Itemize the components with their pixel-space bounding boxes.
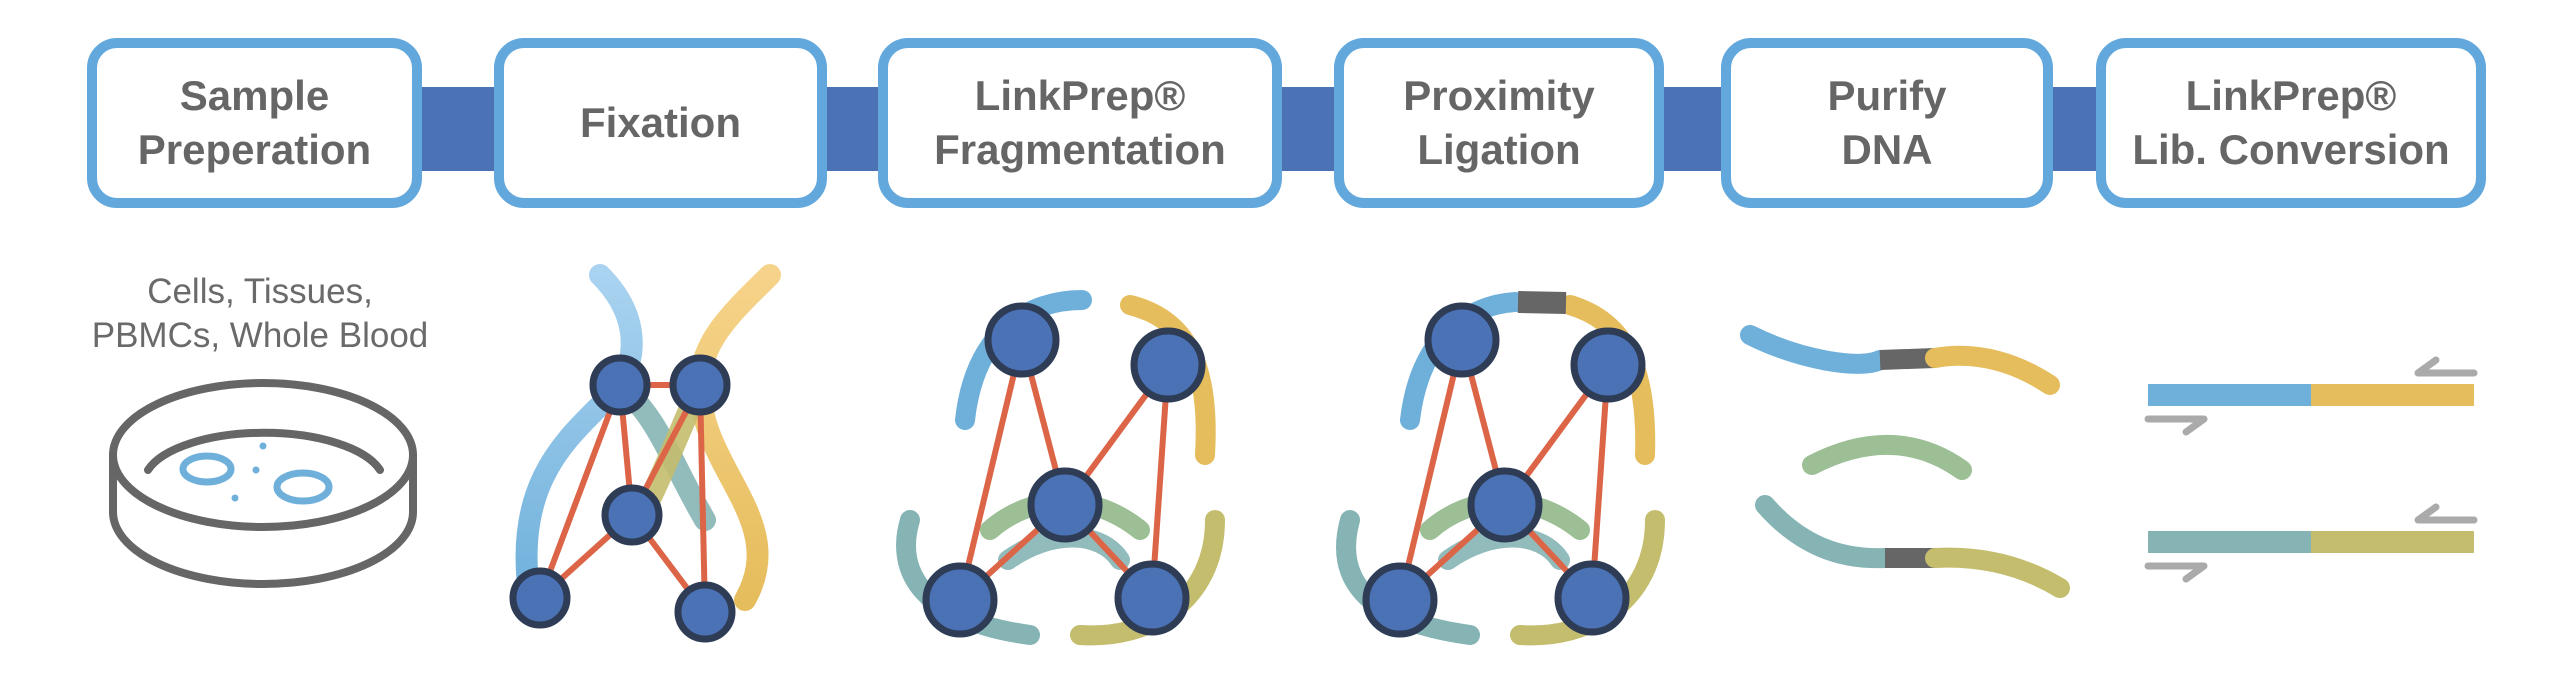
step-label: Sample Preperation	[137, 72, 372, 173]
step-linkprep-fragmentation: LinkPrep® Fragmentation	[878, 38, 1282, 208]
step-label: LinkPrep® Fragmentation	[934, 72, 1226, 173]
step-sample-preparation: Sample Preperation	[87, 38, 422, 208]
step-label: Proximity Ligation	[1403, 72, 1595, 173]
step-fixation: Fixation	[494, 38, 827, 208]
library-molecules-icon	[2144, 356, 2478, 583]
step-proximity-ligation: Proximity Ligation	[1334, 38, 1664, 208]
step-lib-conversion: LinkPrep® Lib. Conversion	[2096, 38, 2486, 208]
step-label: LinkPrep® Lib. Conversion	[2132, 72, 2450, 173]
step-purify-dna: Purify DNA	[1721, 38, 2053, 208]
ligated-chromatin-icon	[1336, 291, 1665, 646]
fixed-chromatin-icon	[509, 264, 781, 643]
sample-types-caption: Cells, Tissues, PBMCs, Whole Blood	[91, 272, 429, 355]
petri-dish-icon	[109, 379, 417, 588]
fragmented-chromatin-icon	[896, 290, 1225, 646]
purified-dna-icon	[1740, 325, 2070, 598]
step-label: Purify DNA	[1827, 72, 1947, 173]
step-label: Fixation	[579, 99, 741, 147]
